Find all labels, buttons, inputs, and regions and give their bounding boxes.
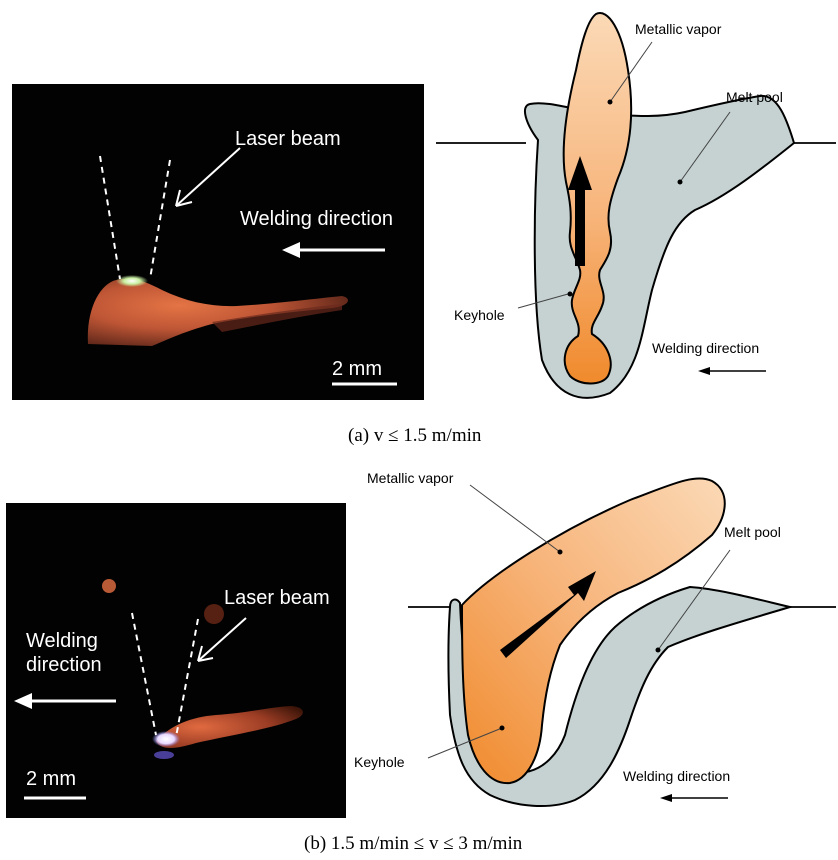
melt-pool-label-a: Melt pool [726, 89, 783, 105]
vapor-leader-dot-a [608, 100, 613, 105]
laser-pointer-arrow-b [198, 618, 246, 661]
laser-dash-left-a [100, 156, 120, 279]
scale-label-b: 2 mm [26, 768, 76, 791]
vapor-label-a: Metallic vapor [635, 21, 722, 37]
vapor-label-b: Metallic vapor [367, 470, 454, 486]
keyhole-leader-dot-b [500, 726, 505, 731]
photo-panel-b: Laser beam Welding direction 2 mm [6, 503, 346, 818]
laser-dash-right-a [150, 160, 170, 279]
welding-direction-label-a: Welding direction [240, 208, 393, 231]
scale-label-a: 2 mm [332, 358, 382, 381]
vapor-leader-dot-b [558, 550, 563, 555]
laser-beam-label-b: Laser beam [224, 587, 330, 610]
vapor-arrow-shaft-a [575, 186, 585, 266]
caption-a: (a) v ≤ 1.5 m/min [348, 425, 481, 447]
melt-leader-dot-a [678, 180, 683, 185]
melt-pool-label-b: Melt pool [724, 524, 781, 540]
laser-hotspot-a [116, 275, 148, 287]
direction-label-diagram-b: Welding direction [623, 768, 730, 784]
keyhole-leader-dot-a [568, 292, 573, 297]
laser-dash-left-b [132, 613, 156, 735]
welding-label-line1-b: Welding [26, 630, 98, 653]
direction-arrowhead-diagram-b [660, 794, 672, 802]
direction-arrowhead-a [282, 242, 300, 258]
photo-a-drawing [12, 84, 424, 400]
keyhole-label-a: Keyhole [454, 307, 505, 323]
welding-label-line2-b: direction [26, 654, 102, 677]
diagram-b: Metallic vapor Melt pool Keyhole Welding… [350, 455, 838, 820]
photo-panel-a: Laser beam Welding direction 2 mm [12, 84, 424, 400]
direction-label-diagram-a: Welding direction [652, 340, 759, 356]
melt-leader-dot-b [656, 648, 661, 653]
keyhole-label-b: Keyhole [354, 754, 405, 770]
spatter-2-b [204, 604, 224, 624]
laser-pointer-arrow-a [176, 148, 240, 206]
laser-reflection-b [154, 751, 174, 759]
spatter-1-b [102, 579, 116, 593]
vapor-leader-b [470, 485, 560, 552]
diagram-a: Metallic vapor Melt pool Keyhole Welding… [430, 0, 838, 410]
caption-b: (b) 1.5 m/min ≤ v ≤ 3 m/min [304, 833, 522, 855]
direction-arrowhead-b [14, 693, 32, 709]
laser-beam-label-a: Laser beam [235, 128, 341, 151]
direction-arrowhead-diagram-a [698, 367, 710, 375]
